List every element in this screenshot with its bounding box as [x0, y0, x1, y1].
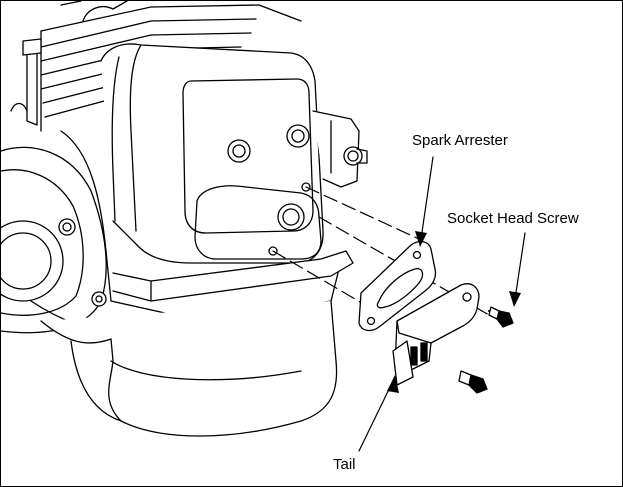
tail-arrowhead [387, 375, 399, 393]
socket-screw-arrowhead [509, 291, 521, 307]
leader-lines [358, 156, 526, 452]
muffler-cover [100, 43, 324, 264]
spark-arrester-arrowhead [415, 231, 427, 247]
socket-head-screw-label: Socket Head Screw [447, 210, 579, 227]
socket-head-screw-upper [488, 306, 514, 328]
tail-label: Tail [333, 456, 356, 473]
tail-leader [358, 380, 394, 452]
engine-block [1, 1, 368, 437]
socket-head-screw-lower [458, 370, 488, 394]
spark-arrester-leader [420, 156, 434, 240]
spark-arrester-plate [392, 283, 480, 386]
leader-arrowheads [387, 231, 521, 393]
socket-screw-leader [514, 232, 526, 300]
spark-arrester-label: Spark Arrester [412, 132, 508, 149]
